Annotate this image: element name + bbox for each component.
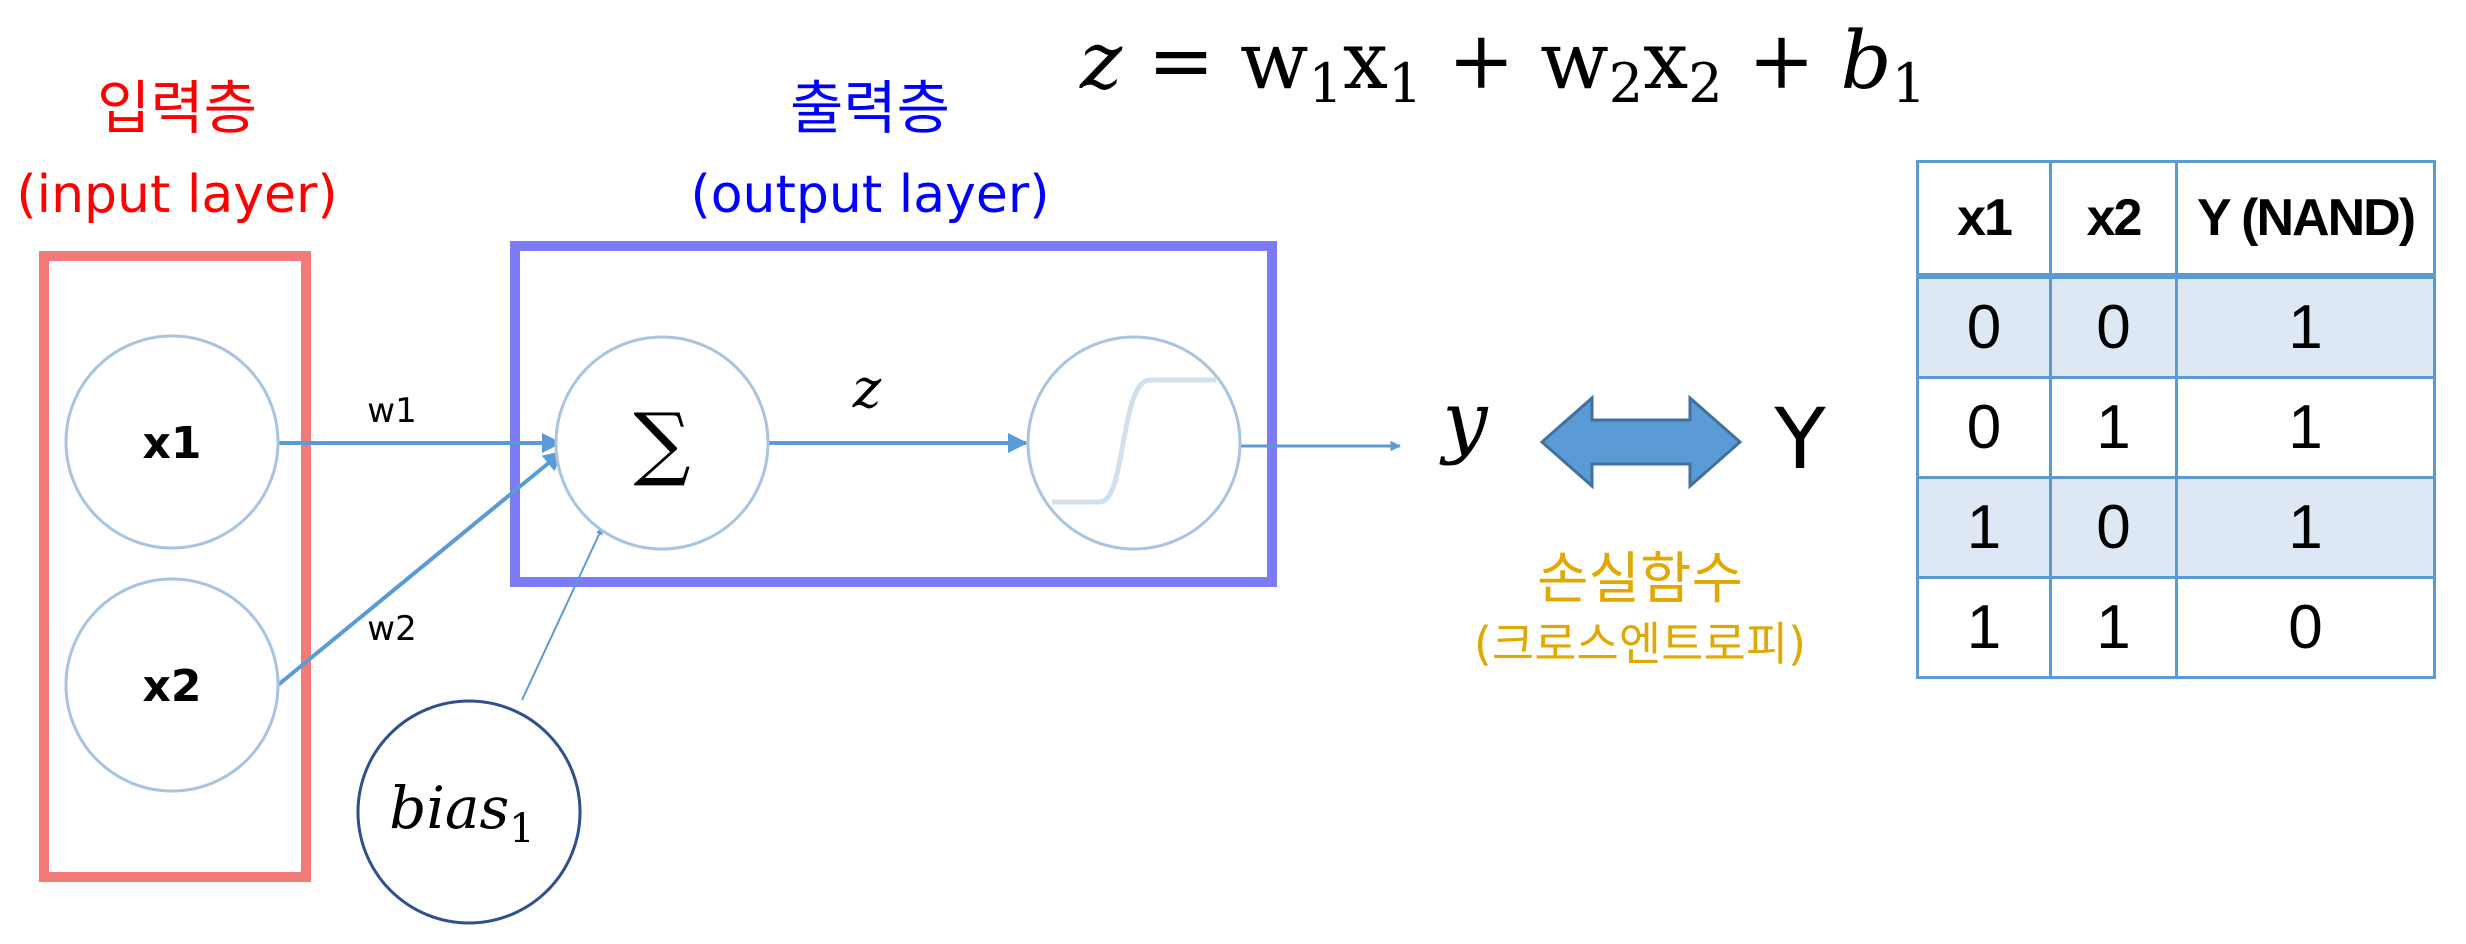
node-x1: [64, 334, 280, 550]
output-layer-box: [510, 241, 1277, 587]
table-cell: 1: [1916, 576, 2052, 679]
formula-w1: w: [1240, 14, 1308, 107]
formula-w1-sub: 1: [1309, 52, 1343, 115]
formula-plus1: +: [1422, 14, 1540, 107]
target-Y: Y: [1773, 390, 1826, 488]
table-cell: 0: [1916, 376, 2052, 479]
table-cell: 1: [2175, 476, 2436, 579]
table-cell: 1: [2049, 576, 2178, 679]
table-cell: 0: [2049, 476, 2178, 579]
truth-table: x1 x2 Y (NAND) 0 0 1 0 1 1 1 0 1 1: [1916, 160, 2436, 679]
edge-label-w2: w2: [367, 609, 416, 649]
node-x2-label: x2: [143, 661, 202, 712]
table-cell: 1: [2175, 274, 2436, 379]
node-bias: [356, 699, 582, 925]
node-bias-text: bias: [389, 774, 509, 842]
truth-table-header-x2: x2: [2049, 160, 2178, 279]
node-activation: [1026, 335, 1242, 551]
node-sum: [554, 335, 770, 551]
node-sum-label: ∑: [633, 396, 690, 489]
formula-equals: =: [1122, 14, 1240, 107]
input-layer-subtitle: (input layer): [16, 165, 337, 225]
formula-x1: x: [1343, 14, 1388, 107]
truth-table-header-y: Y (NAND): [2175, 160, 2436, 279]
formula-plus2: +: [1723, 14, 1841, 107]
formula-b-sub: 1: [1892, 52, 1926, 115]
table-cell: 0: [2049, 274, 2178, 379]
output-y: y: [1439, 374, 1489, 467]
table-cell: 1: [1916, 476, 2052, 579]
formula-w2: w: [1540, 14, 1608, 107]
sigmoid-icon: [1052, 377, 1216, 505]
table-cell: 1: [2049, 376, 2178, 479]
table-cell: 1: [2175, 376, 2436, 479]
formula-w2-sub: 2: [1609, 52, 1643, 115]
edge-bias-sum: [521, 527, 603, 701]
table-row: 1 0 1: [1916, 476, 2436, 579]
edge-label-z: z: [852, 357, 882, 420]
table-cell: 0: [1916, 274, 2052, 379]
truth-table-header-row: x1 x2 Y (NAND): [1916, 160, 2436, 279]
formula-b: b: [1840, 14, 1891, 107]
formula-x2-sub: 2: [1688, 52, 1722, 115]
double-arrow-icon: [1539, 394, 1743, 490]
node-bias-label: bias1: [389, 774, 534, 852]
node-bias-sub: 1: [509, 806, 534, 852]
formula-x2: x: [1643, 14, 1688, 107]
formula-z: z: [1079, 14, 1123, 107]
edge-x2-sum: [276, 450, 564, 687]
table-row: 0 1 1: [1916, 376, 2436, 479]
truth-table-header-x1: x1: [1916, 160, 2052, 279]
input-layer-box: [39, 251, 311, 882]
table-row: 1 1 0: [1916, 576, 2436, 679]
output-layer-title: 출력층: [790, 74, 950, 142]
table-row: 0 0 1: [1916, 274, 2436, 379]
truth-table-wrap: x1 x2 Y (NAND) 0 0 1 0 1 1 1 0 1 1: [1916, 160, 2436, 679]
output-layer-subtitle: (output layer): [690, 165, 1049, 225]
node-x2: [64, 577, 280, 793]
node-x1-label: x1: [143, 418, 202, 469]
edge-label-w1: w1: [367, 391, 416, 431]
input-layer-title: 입력층: [97, 74, 257, 142]
loss-title: 손실함수: [1537, 547, 1743, 612]
loss-subtitle: (크로스엔트로피): [1474, 617, 1806, 671]
formula: z = w1x1 + w2x2 + b1: [1079, 14, 1926, 115]
table-cell: 0: [2175, 576, 2436, 679]
formula-x1-sub: 1: [1388, 52, 1422, 115]
